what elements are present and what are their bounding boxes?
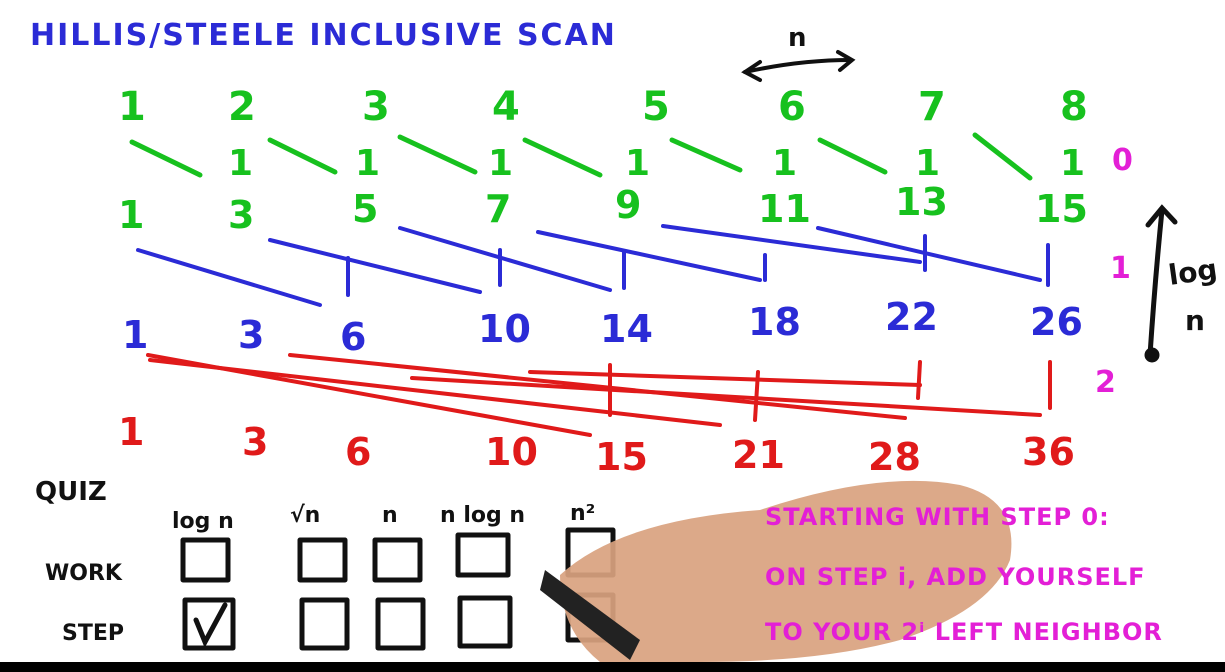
quiz-row-label-work: WORK: [45, 561, 123, 586]
quiz-option-label: log n: [172, 509, 234, 534]
quiz-option-label: n²: [570, 501, 595, 526]
step-label-0: 0: [1112, 143, 1133, 178]
quiz-option-label: √n: [290, 503, 320, 528]
after2-value: 36: [1022, 430, 1075, 474]
log-n-arrow: [1144, 204, 1178, 363]
after-step1-row: 1 3 6 10 14 18 22 26: [122, 295, 1083, 359]
after1-value: 3: [238, 313, 264, 357]
after2-value: 10: [485, 430, 538, 474]
quiz-checkbox-work-sqrtn[interactable]: [297, 537, 348, 583]
input-value: 8: [1060, 84, 1088, 130]
log-label: log: [1166, 252, 1219, 291]
input-value: 3: [362, 84, 390, 130]
after1-value: 22: [885, 295, 938, 339]
after1-value: 6: [340, 315, 366, 359]
step2-connectors: [146, 353, 1052, 437]
note-line-3: TO YOUR 2ⁱ LEFT NEIGHBOR: [765, 618, 1163, 646]
input-value: 2: [228, 84, 256, 130]
quiz-checkbox-work-logn[interactable]: [180, 537, 231, 583]
step0-add-value: 1: [625, 143, 650, 184]
after0-value: 1: [118, 193, 144, 237]
after2-value: 6: [345, 430, 371, 474]
step0-add-value: 1: [488, 143, 513, 184]
n-width-arrow: [741, 50, 856, 82]
step-label-2: 2: [1095, 365, 1116, 400]
quiz-checkbox-work-n[interactable]: [372, 537, 423, 583]
note-line-2: ON STEP i, ADD YOURSELF: [765, 563, 1146, 591]
video-bottom-bar: [0, 662, 1225, 672]
hand-overlay: [540, 480, 1012, 662]
after-step0-row: 1 3 5 7 9 11 13 15: [118, 180, 1088, 237]
input-value: 5: [642, 84, 670, 130]
step-rule-note: STARTING WITH STEP 0: ON STEP i, ADD YOU…: [765, 503, 1163, 646]
quiz-checkbox-step-logn[interactable]: [182, 597, 236, 651]
input-value: 7: [918, 84, 946, 130]
after0-value: 5: [352, 187, 378, 231]
step0-connectors: [129, 132, 1033, 181]
after2-value: 28: [868, 435, 921, 479]
step-label-1: 1: [1110, 251, 1131, 286]
after-step2-row: 1 3 6 10 15 21 28 36: [118, 410, 1075, 479]
after1-value: 10: [478, 307, 531, 351]
after0-value: 11: [758, 187, 811, 231]
after0-value: 9: [615, 183, 641, 227]
quiz-checkbox-work-nlogn[interactable]: [455, 532, 511, 578]
after1-value: 26: [1030, 300, 1083, 344]
log-n-label: n: [1185, 304, 1205, 337]
step0-add-value: 1: [1060, 143, 1085, 184]
note-line-1: STARTING WITH STEP 0:: [765, 503, 1110, 531]
quiz-checkbox-step-n[interactable]: [375, 597, 426, 651]
after1-value: 18: [748, 300, 801, 344]
step0-add-value: 1: [772, 143, 797, 184]
input-value: 1: [118, 84, 146, 130]
quiz-row-label-step: STEP: [62, 621, 124, 646]
after2-value: 15: [595, 435, 648, 479]
after2-value: 21: [732, 433, 785, 477]
quiz-option-label: n: [382, 503, 398, 528]
quiz-checkbox-step-nlogn[interactable]: [457, 595, 513, 649]
after0-value: 13: [895, 180, 948, 224]
after1-value: 14: [600, 307, 653, 351]
step0-adds: 1 1 1 1 1 1 1: [228, 143, 1085, 184]
step0-add-value: 1: [355, 143, 380, 184]
after0-value: 7: [485, 187, 511, 231]
diagram-title: HILLIS/STEELE INCLUSIVE SCAN: [30, 18, 617, 53]
quiz-option-labels: log n √n n n log n n²: [172, 501, 595, 534]
input-row: 1 2 3 4 5 6 7 8: [118, 84, 1088, 130]
checkmark-icon: [193, 602, 228, 648]
after0-value: 3: [228, 193, 254, 237]
quiz-checkbox-step-sqrtn[interactable]: [299, 597, 350, 651]
quiz-title: QUIZ: [35, 477, 107, 507]
input-value: 4: [492, 84, 520, 130]
after1-value: 1: [122, 313, 148, 357]
step0-add-value: 1: [915, 143, 940, 184]
n-label: n: [788, 23, 807, 53]
step0-add-value: 1: [228, 143, 253, 184]
quiz-option-label: n log n: [440, 503, 525, 528]
step1-connectors: [136, 224, 1050, 307]
after2-value: 3: [242, 420, 268, 464]
input-value: 6: [778, 84, 806, 130]
after2-value: 1: [118, 410, 144, 454]
after0-value: 15: [1035, 187, 1088, 231]
